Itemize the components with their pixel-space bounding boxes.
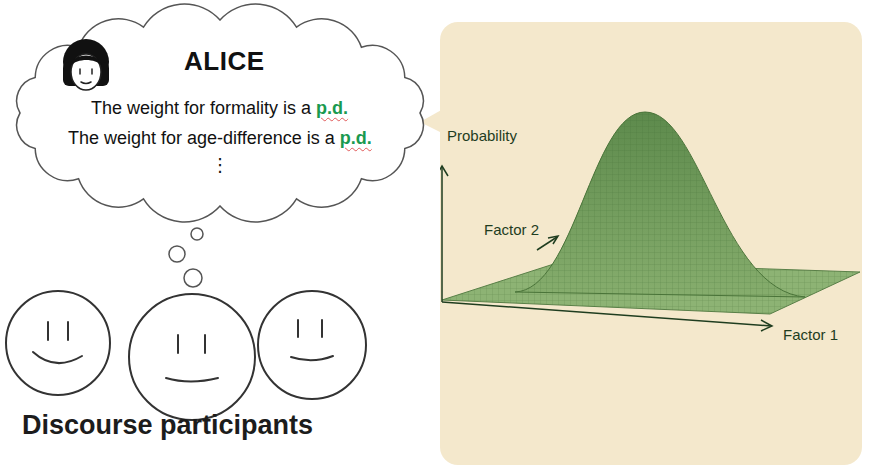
highlight-term: p.d. — [316, 98, 348, 119]
thought-line: The weight for formality is ap.d. — [91, 98, 348, 119]
axis-label: Probability — [447, 127, 517, 144]
thought-text: The weight for age-difference is a — [68, 128, 335, 149]
thought-text: ⋮ — [211, 154, 229, 175]
gaussian-surface — [440, 22, 862, 465]
face-features — [33, 320, 333, 382]
speaker-name: ALICE — [184, 46, 265, 77]
group-label: Discourse participants — [22, 410, 313, 441]
distribution-panel: ProbabilityFactor 2 Factor 1 — [440, 22, 862, 465]
alice-icon — [2, 2, 122, 112]
axis-label: Factor 2 — [484, 221, 539, 238]
participant-faces — [6, 291, 366, 420]
axis-label: Factor 1 — [783, 326, 838, 343]
thought-line: ALICE — [184, 46, 265, 77]
thought-line: The weight for age-difference is ap.d. — [68, 128, 372, 149]
highlight-term: p.d. — [340, 128, 372, 149]
thought-bubbles — [169, 228, 203, 287]
thought-cloud: ALICEThe weight for formality is ap.d.Th… — [2, 2, 438, 224]
thought-text: The weight for formality is a — [91, 98, 311, 119]
thought-line: ⋮ — [211, 154, 229, 175]
